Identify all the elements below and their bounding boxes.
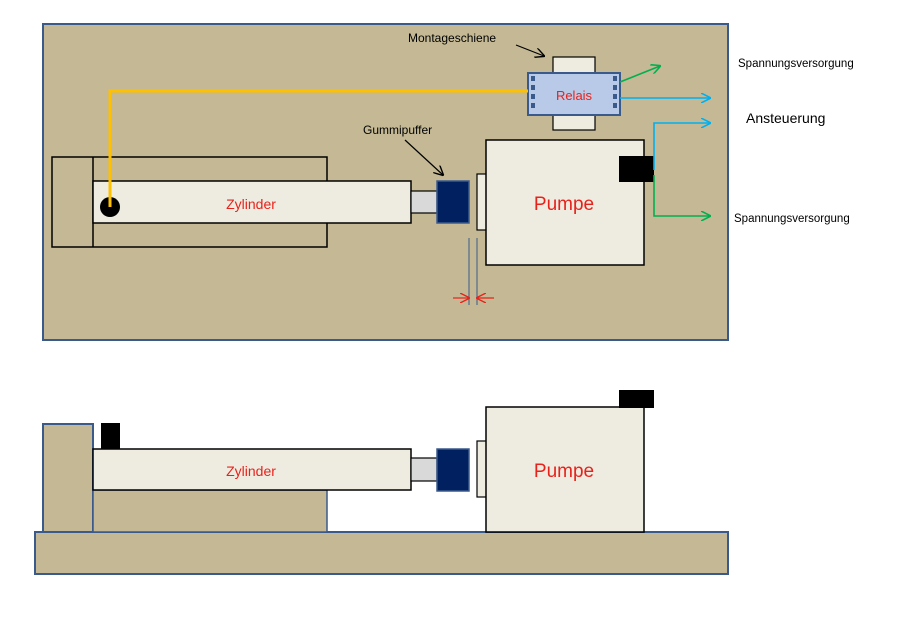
side-cylinder-label: Zylinder [226, 463, 276, 479]
relay-terminals-right [613, 76, 617, 108]
relay [527, 72, 621, 116]
side-cylinder-body [92, 448, 412, 491]
top-view: Zylinder Pumpe Relais Montageschiene Gum… [42, 23, 854, 341]
side-pump-connector [619, 390, 654, 408]
pump-connector [619, 156, 654, 182]
control-arrow-pump [653, 123, 710, 170]
supply-bottom-label: Spannungsversorgung [734, 213, 850, 225]
buffer-callout-arrow [404, 139, 443, 175]
side-piston-rod [410, 457, 438, 482]
side-rubber-buffer [436, 448, 470, 492]
rubber-buffer [436, 180, 470, 224]
supply-arrow-pump [653, 175, 710, 216]
cylinder-stand [42, 423, 94, 533]
cylinder-connector [101, 423, 120, 449]
supply-arrow-top [619, 66, 660, 83]
pump-label: Pumpe [534, 194, 594, 215]
relay-label: Relais [556, 88, 593, 103]
pump-body [485, 139, 645, 266]
side-pump-body [485, 406, 645, 533]
cylinder-label: Zylinder [226, 196, 276, 212]
rail-label: Montageschiene [408, 31, 496, 45]
side-view: Zylinder Pumpe [34, 390, 729, 575]
relay-terminals-left [531, 76, 535, 108]
rail-callout-arrow [515, 44, 544, 56]
side-pump-label: Pumpe [534, 461, 594, 482]
piston-rod [410, 190, 438, 214]
signal-wire [108, 89, 528, 207]
base-plate [34, 531, 729, 575]
supply-top-label: Spannungsversorgung [738, 58, 854, 70]
cylinder-support [92, 489, 328, 533]
control-label: Ansteuerung [746, 110, 825, 126]
buffer-label: Gummipuffer [363, 123, 432, 137]
